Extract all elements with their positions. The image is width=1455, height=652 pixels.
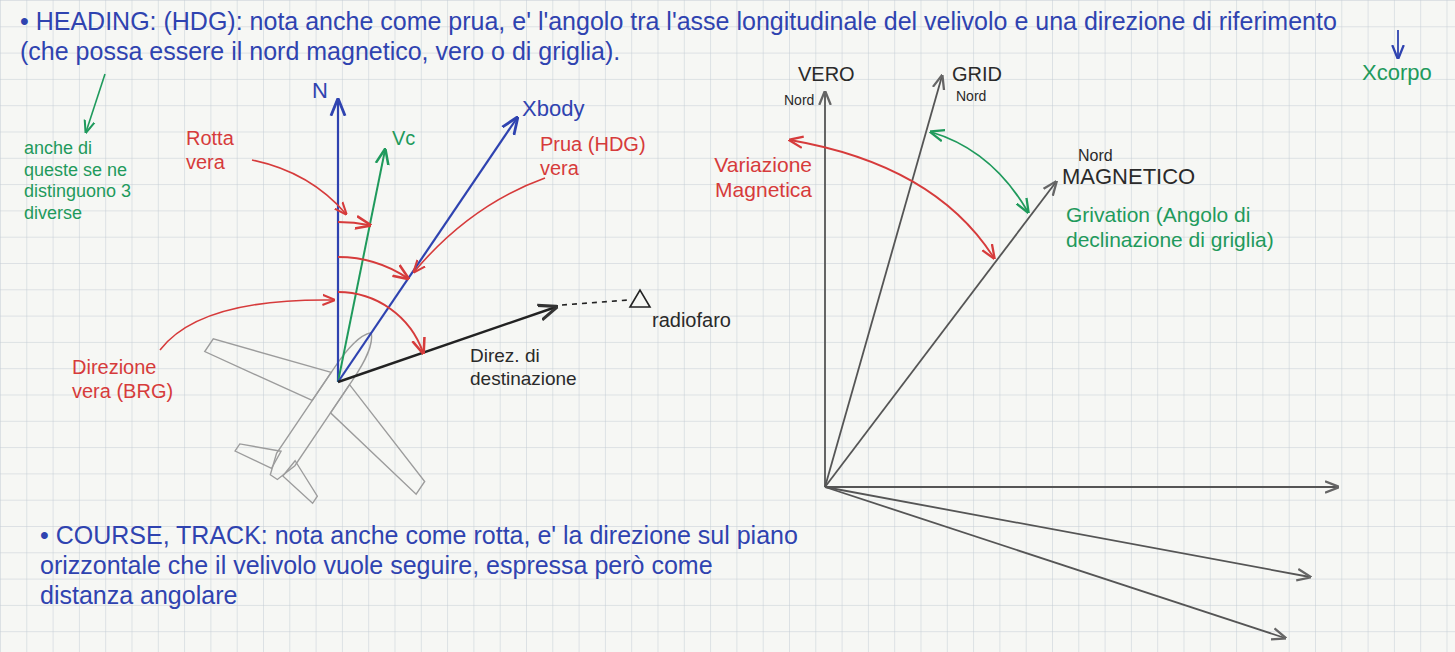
leader-line — [414, 178, 545, 272]
body-axis — [338, 118, 517, 382]
heading-paragraph: • HEADING: (HDG): nota anche come prua, … — [20, 6, 1350, 66]
angle-label: Prua (HDG) vera — [540, 132, 660, 180]
angle-label: Direzione vera (BRG) — [72, 355, 197, 403]
axis-label: Xbody — [522, 96, 584, 122]
north-label: GRID — [952, 62, 1002, 86]
angle-arc — [338, 222, 370, 225]
beacon-symbol — [630, 290, 650, 307]
grid-north-line — [825, 76, 942, 487]
true-north-line — [824, 92, 826, 487]
axis-label: Xcorpo — [1362, 60, 1432, 86]
magnetic-north-line — [825, 182, 1056, 487]
axis-line — [825, 486, 1338, 488]
north-label: Nord — [1078, 146, 1113, 165]
grivation-arrow — [931, 132, 1028, 212]
leader-line — [160, 300, 334, 350]
airplane-sketch — [168, 261, 477, 548]
axis-label: N — [312, 78, 328, 104]
axis-line — [825, 487, 1310, 577]
angle-arc — [338, 257, 408, 278]
leader-line — [1397, 30, 1399, 58]
north-label: VERO — [798, 62, 855, 86]
leader-line — [252, 160, 346, 214]
axis-line — [825, 487, 1285, 638]
north-axis — [337, 100, 339, 382]
angle-label: Grivation (Angolo di declinazione di gri… — [1066, 202, 1306, 252]
north-label: MAGNETICO — [1062, 164, 1195, 190]
angle-label: Variazione Magnetica — [690, 152, 812, 202]
dashed-line — [562, 300, 628, 305]
north-label: Nord — [956, 88, 986, 105]
angle-arc — [338, 292, 423, 353]
leader-line — [86, 74, 105, 132]
side-note: anche di queste se ne distinguono 3 dive… — [24, 138, 142, 224]
beacon-label: radiofaro — [652, 308, 731, 332]
vector-label: Vc — [392, 126, 415, 150]
variation-arrow — [790, 140, 994, 258]
north-label: Nord — [784, 92, 814, 109]
angle-label: Rotta vera — [186, 126, 256, 174]
course-paragraph: • COURSE, TRACK: nota anche come rotta, … — [40, 520, 810, 610]
direction-label: Direz. di destinazione — [470, 345, 605, 391]
